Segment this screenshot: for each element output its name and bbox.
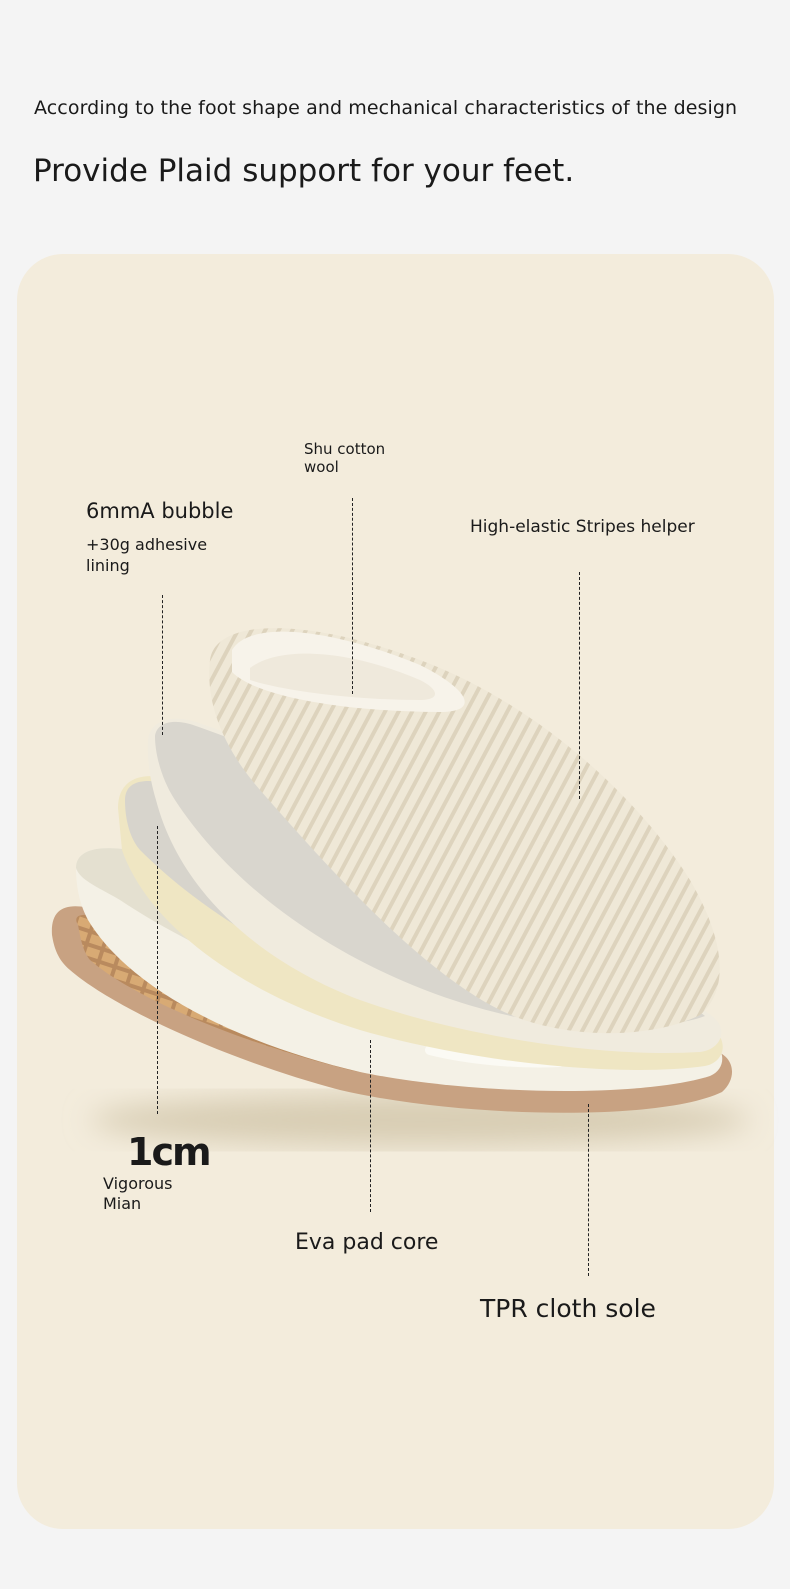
slipper-upper (209, 628, 720, 1034)
leader-line-tpr-sole (588, 1104, 589, 1276)
header-subtitle: According to the foot shape and mechanic… (34, 97, 738, 119)
leader-line-stripes-helper (579, 572, 580, 799)
leader-line-cotton-wool (352, 498, 353, 694)
label-shu-cotton-wool: Shu cotton wool (304, 440, 386, 476)
leader-line-bubble (162, 595, 163, 735)
label-6mm-bubble: 6mmA bubble (86, 499, 234, 523)
label-stripes-helper: High-elastic Stripes helper (470, 517, 695, 537)
label-eva-pad-core: Eva pad core (295, 1230, 439, 1255)
label-adhesive-lining: +30g adhesive lining (86, 535, 208, 575)
label-thickness-1cm: 1cm (127, 1130, 212, 1174)
leader-line-eva-core (370, 1040, 371, 1212)
label-tpr-cloth-sole: TPR cloth sole (480, 1294, 656, 1323)
leader-line-vigorous-mian (157, 826, 158, 1114)
header-title: Provide Plaid support for your feet. (33, 153, 575, 189)
label-vigorous-mian: Vigorous Mian (103, 1174, 173, 1213)
